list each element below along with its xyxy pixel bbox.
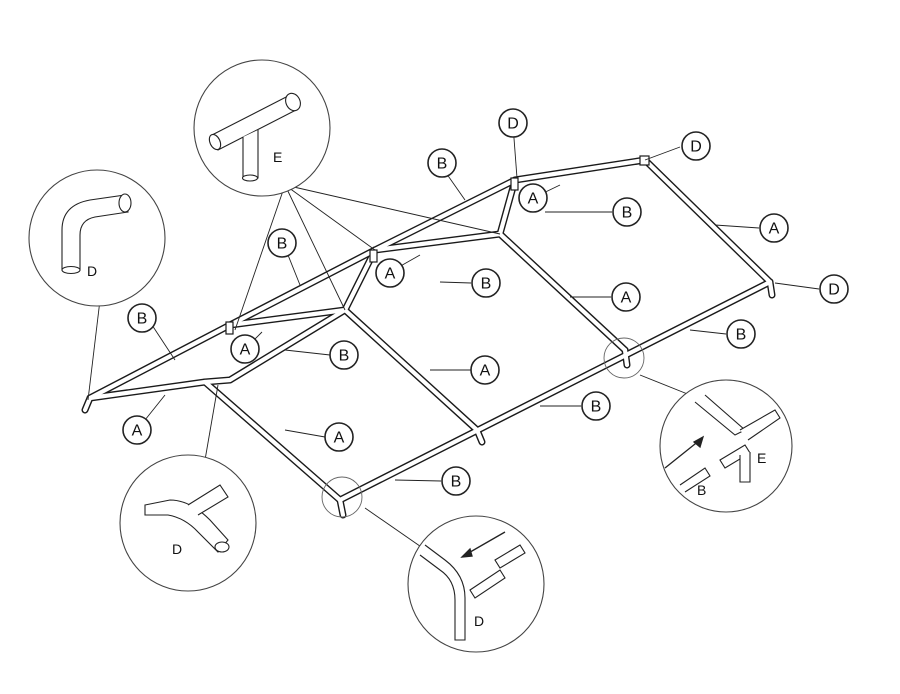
detail-label-e-right: E bbox=[757, 450, 766, 466]
detail-elbow-connector-d: D bbox=[119, 454, 257, 592]
svg-text:B: B bbox=[481, 276, 492, 293]
part-labels: A B B A B A A B A B D D A B A A D B B B bbox=[122, 108, 849, 496]
label-bubble-b: B bbox=[329, 340, 359, 370]
label-bubble-b: B bbox=[581, 391, 611, 421]
svg-text:B: B bbox=[736, 327, 747, 344]
svg-text:D: D bbox=[828, 282, 840, 299]
label-bubble-b: B bbox=[267, 228, 297, 258]
svg-text:A: A bbox=[769, 221, 780, 238]
detail-assembly-e-b: E B bbox=[659, 379, 793, 513]
svg-text:B: B bbox=[591, 399, 602, 416]
label-bubble-b: B bbox=[726, 319, 756, 349]
svg-text:A: A bbox=[334, 430, 345, 447]
detail-label-e: E bbox=[273, 149, 282, 165]
label-bubble-d: D bbox=[498, 108, 528, 138]
label-bubble-d: D bbox=[819, 274, 849, 304]
svg-text:B: B bbox=[339, 348, 350, 365]
detail-label-d-bottom: D bbox=[474, 613, 484, 629]
label-bubble-b: B bbox=[471, 268, 501, 298]
label-bubble-a: A bbox=[230, 334, 260, 364]
detail-tee-connector-e: E bbox=[193, 59, 331, 197]
label-bubble-a: A bbox=[122, 415, 152, 445]
svg-text:A: A bbox=[385, 266, 396, 283]
svg-text:B: B bbox=[622, 205, 633, 222]
detail-corner-connector-d-left: D bbox=[28, 169, 166, 307]
label-bubble-d: D bbox=[681, 131, 711, 161]
detail-label-d-left: D bbox=[87, 263, 97, 279]
label-bubble-b: B bbox=[441, 466, 471, 496]
svg-text:A: A bbox=[240, 342, 251, 359]
detail-assembly-d: D bbox=[407, 515, 545, 653]
label-bubble-a: A bbox=[759, 213, 789, 243]
svg-text:A: A bbox=[480, 363, 491, 380]
svg-text:B: B bbox=[437, 156, 448, 173]
svg-text:A: A bbox=[528, 191, 539, 208]
svg-text:A: A bbox=[621, 290, 632, 307]
label-bubble-a: A bbox=[375, 258, 405, 288]
label-bubble-a: A bbox=[611, 282, 641, 312]
svg-text:B: B bbox=[137, 311, 148, 328]
svg-text:B: B bbox=[277, 236, 288, 253]
svg-text:A: A bbox=[132, 423, 143, 440]
svg-text:B: B bbox=[451, 474, 462, 491]
svg-text:D: D bbox=[690, 139, 702, 156]
label-bubble-a: A bbox=[324, 422, 354, 452]
label-bubble-a: A bbox=[518, 183, 548, 213]
label-bubble-b: B bbox=[427, 148, 457, 178]
svg-text:D: D bbox=[507, 116, 519, 133]
label-bubble-b: B bbox=[612, 197, 642, 227]
detail-label-b-right: B bbox=[697, 482, 706, 498]
detail-label-d-bottom-left: D bbox=[172, 541, 182, 557]
label-bubble-b: B bbox=[127, 303, 157, 333]
label-bubble-a: A bbox=[470, 355, 500, 385]
